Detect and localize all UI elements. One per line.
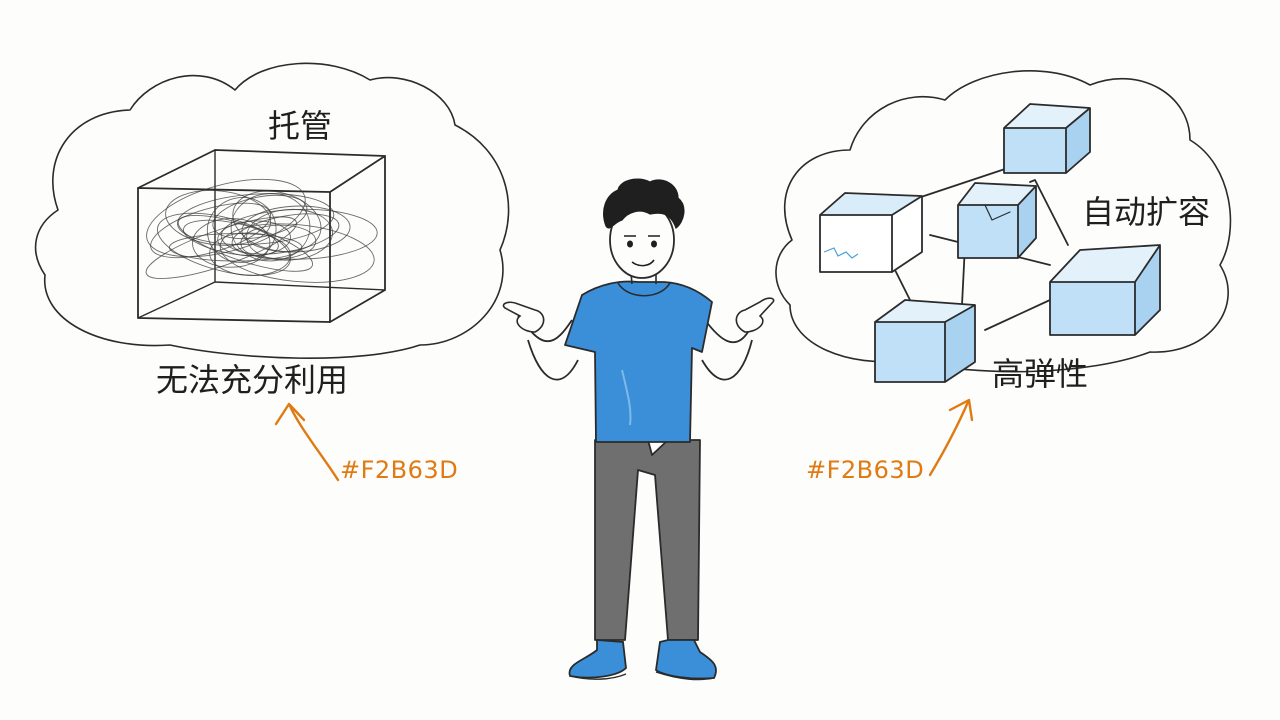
right-cloud-title: 自动扩容 (1082, 193, 1211, 231)
right-annotation: #F2B63D (806, 456, 925, 484)
right-hand (735, 297, 775, 333)
left-arrow (274, 402, 340, 482)
scribble-loop (165, 190, 272, 246)
tangled-scribble (145, 178, 378, 283)
scribble-loop (176, 193, 335, 245)
right-shoe (655, 639, 717, 680)
left-cloud-title: 托管 (268, 107, 333, 145)
shirt (564, 280, 713, 443)
scribble-loop (150, 202, 272, 259)
cube-top (1003, 103, 1091, 174)
scribble-loop (220, 208, 378, 260)
scribble-loop (146, 178, 306, 258)
cube-middle (957, 182, 1037, 259)
cube-left (819, 192, 923, 273)
right-arrow (928, 398, 974, 477)
scribble-loop (219, 223, 375, 283)
right-cloud (775, 70, 1232, 373)
pants (594, 439, 701, 641)
left-cloud-caption: 无法充分利用 (156, 361, 349, 399)
scribble-loop (156, 212, 291, 276)
scribble-loop (241, 205, 351, 253)
hair (603, 178, 685, 229)
left-hand (502, 301, 545, 333)
left-annotation: #F2B63D (340, 456, 459, 484)
scribble-loop (212, 194, 308, 240)
cube-right (1049, 244, 1161, 336)
left-shoe (568, 639, 627, 679)
person (502, 178, 775, 681)
right-cloud-caption: 高弹性 (992, 355, 1089, 393)
left-cloud (34, 62, 510, 359)
cube-bottom (874, 299, 976, 383)
scribble-loop (145, 216, 297, 279)
scribble-loop (232, 190, 322, 252)
